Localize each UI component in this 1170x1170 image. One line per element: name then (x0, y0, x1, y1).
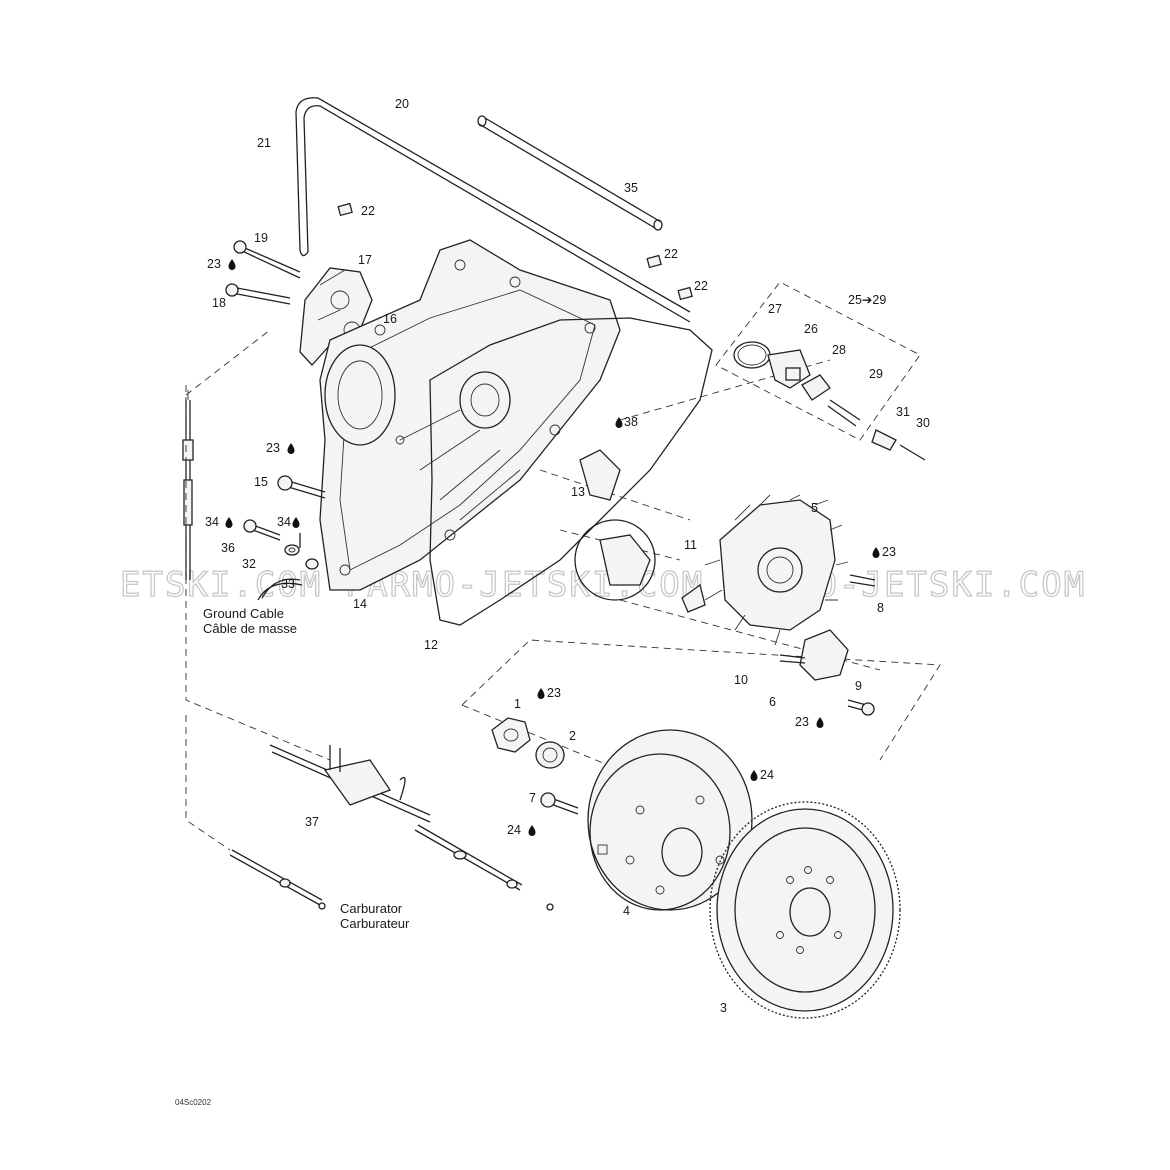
label-part-16: 16 (383, 312, 397, 326)
kit-25-29 (733, 341, 926, 461)
label-part-26: 26 (804, 322, 818, 336)
label-part-29: 29 (869, 367, 883, 381)
label-part-11: 11 (684, 538, 697, 552)
label-part-23-d: 23 (547, 686, 561, 700)
cable-assembly (229, 744, 554, 911)
label-part-1: 1 (514, 697, 521, 711)
label-part-34-b: 34 (277, 515, 291, 529)
label-part-37: 37 (305, 815, 319, 829)
label-part-15: 15 (254, 475, 268, 489)
drawing-code: 04Sc0202 (175, 1098, 212, 1107)
label-part-38: 38 (624, 415, 638, 429)
label-part-20: 20 (395, 97, 409, 111)
label-part-8: 8 (877, 601, 884, 615)
label-part-27: 27 (768, 302, 782, 316)
drop-icon (872, 547, 880, 558)
drop-icon (537, 688, 545, 699)
label-part-36: 36 (221, 541, 235, 555)
magneto-rotor (587, 729, 753, 911)
label-part-24-a: 24 (760, 768, 774, 782)
part-labels: 1 2 3 4 5 6 7 8 9 10 11 12 13 14 15 16 1… (205, 97, 930, 1015)
label-part-34-a: 34 (205, 515, 219, 529)
label-part-3: 3 (720, 1001, 727, 1015)
drop-icon (292, 517, 300, 528)
label-part-14: 14 (353, 597, 367, 611)
label-part-33: 33 (281, 577, 295, 591)
label-part-5: 5 (811, 501, 818, 515)
label-part-23-a: 23 (207, 257, 221, 271)
label-part-23-c: 23 (882, 545, 896, 559)
throttle-cable (182, 390, 194, 580)
ground-cable-caption-en: Ground Cable (203, 606, 284, 621)
label-part-22-b: 22 (664, 247, 678, 261)
label-part-17: 17 (358, 253, 372, 267)
drop-icon (750, 770, 758, 781)
stator-assembly (574, 449, 876, 716)
drop-icon (528, 825, 536, 836)
label-part-2: 2 (569, 729, 576, 743)
drop-icon (615, 417, 623, 428)
label-part-23-b: 23 (266, 441, 280, 455)
fasteners-left (243, 475, 326, 570)
crankcase-cover (319, 239, 621, 591)
label-part-13: 13 (571, 485, 585, 499)
label-part-22-c: 22 (694, 279, 708, 293)
label-part-7: 7 (529, 791, 536, 805)
ground-cable (257, 578, 303, 601)
label-part-19: 19 (254, 231, 268, 245)
drop-icon (816, 717, 824, 728)
label-part-28: 28 (832, 343, 846, 357)
drop-icon (287, 443, 295, 454)
nut-and-washer (491, 717, 565, 769)
label-part-9: 9 (855, 679, 862, 693)
drop-icon (225, 517, 233, 528)
label-part-6: 6 (769, 695, 776, 709)
cover-gasket (429, 317, 713, 626)
drop-icon (228, 259, 236, 270)
label-part-18: 18 (212, 296, 226, 310)
label-part-23-e: 23 (795, 715, 809, 729)
label-kit-range: 25➔29 (848, 293, 886, 307)
label-part-10: 10 (734, 673, 748, 687)
bolt-7 (540, 792, 579, 815)
ring-gear (709, 801, 901, 1019)
label-part-22-a: 22 (361, 204, 375, 218)
watermark-text: ETSKI.COM FARMO-JETSKI.COM FARMO-JETSKI.… (120, 565, 1086, 605)
captions: Ground Cable Câble de masse Carburator C… (175, 606, 410, 1107)
carburator-caption-en: Carburator (340, 901, 403, 916)
carburator-caption-fr: Carburateur (340, 916, 410, 931)
hose-assembly (295, 97, 693, 323)
label-part-30: 30 (916, 416, 930, 430)
ground-cable-caption-fr: Câble de masse (203, 621, 297, 636)
label-part-12: 12 (424, 638, 438, 652)
label-part-4: 4 (623, 904, 630, 918)
label-part-32: 32 (242, 557, 256, 571)
label-part-24-b: 24 (507, 823, 521, 837)
label-part-31: 31 (896, 405, 910, 419)
label-part-35: 35 (624, 181, 638, 195)
label-part-21: 21 (257, 136, 271, 150)
